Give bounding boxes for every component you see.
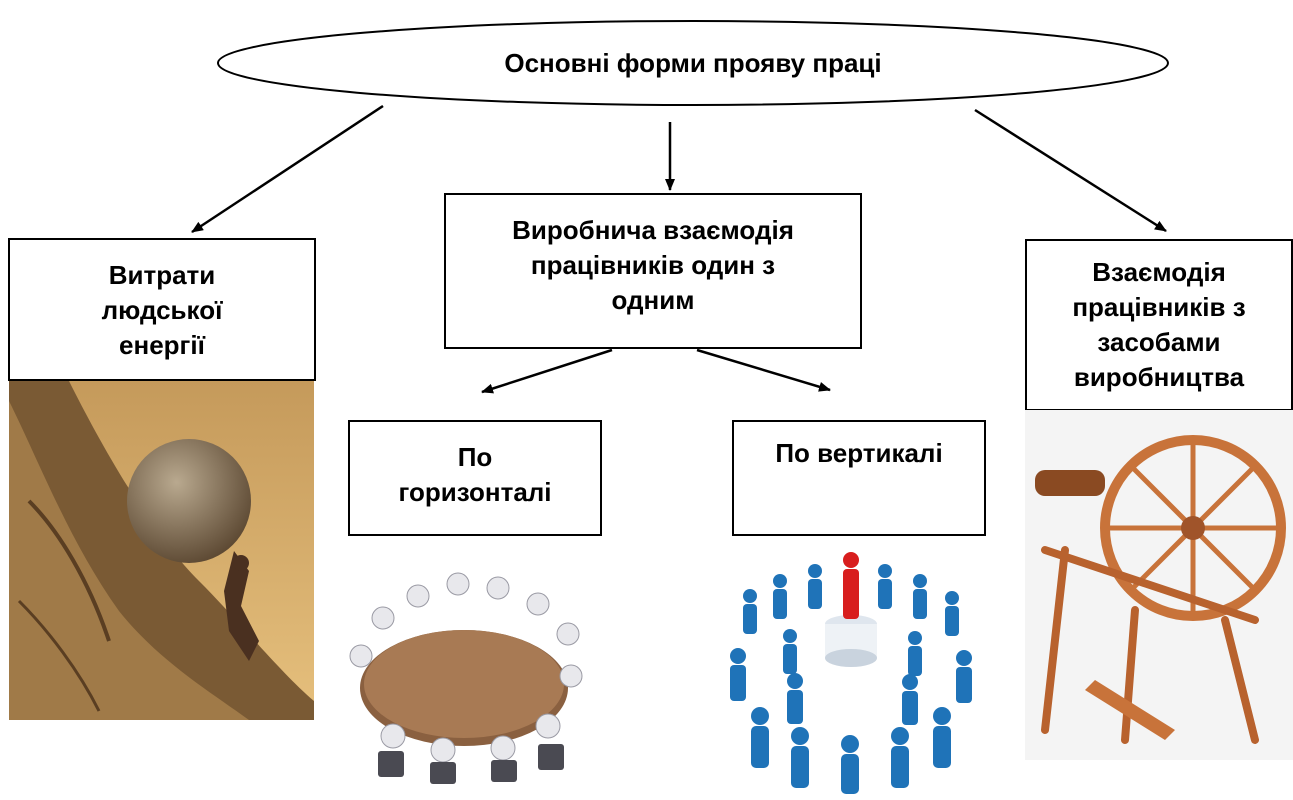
node-means: Взаємодія працівників з засобами виробни… [1025,239,1293,411]
node-energy-label: Витрати людської енергії [101,260,223,361]
arrow-to-energy [191,104,384,234]
node-means-label: Взаємодія працівників з засобами виробни… [1072,257,1246,393]
boulder-image [9,381,314,720]
spinning-wheel-image [1025,410,1293,760]
arrow-to-horizontal [481,348,613,394]
node-horizontal-label: По горизонталі [398,442,552,508]
root-title: Основні форми прояву праці [504,47,882,78]
node-horizontal: По горизонталі [348,420,602,536]
round-table-image [333,566,595,784]
node-interaction-label: Виробнича взаємодія працівників один з о… [512,215,794,316]
node-interaction: Виробнича взаємодія працівників один з о… [444,193,862,349]
arrow-to-means [974,108,1167,233]
root-ellipse [217,20,1169,106]
node-energy: Витрати людської енергії [8,238,316,381]
node-vertical: По вертикалі [732,420,986,536]
arrow-to-vertical [696,348,831,392]
crowd-leader-image [720,546,982,796]
node-vertical-label: По вертикалі [775,438,943,468]
